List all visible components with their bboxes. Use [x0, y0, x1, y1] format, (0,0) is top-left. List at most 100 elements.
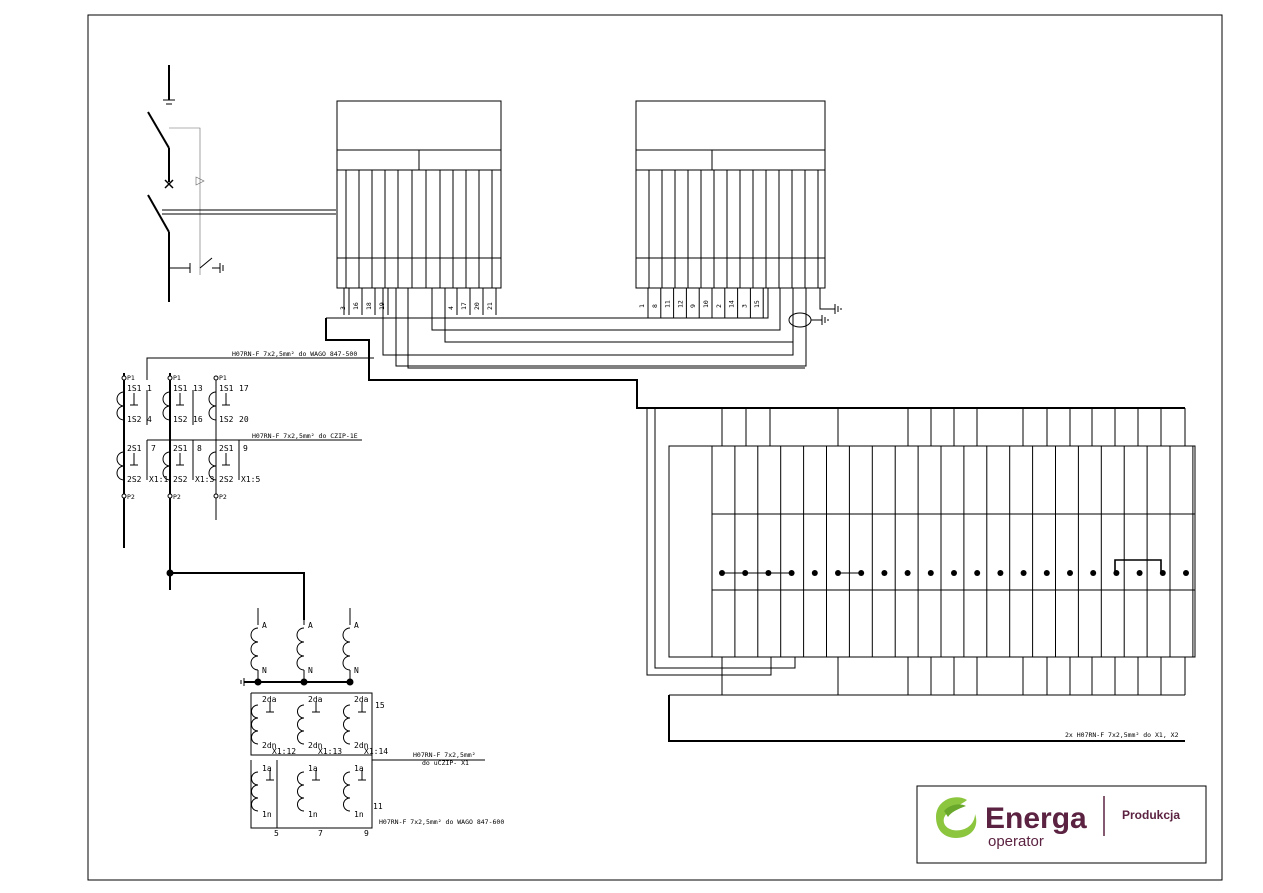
- terminal-strip-cells: [711, 408, 1194, 695]
- vt-primary-coil: [342, 627, 351, 671]
- left-strip-label: 20: [473, 302, 481, 310]
- vt-da-top: 2da: [262, 695, 277, 704]
- left-strip-label: 21: [486, 302, 494, 310]
- vt-cable-note-1: H07RN-F 7x2,5mm²: [413, 751, 476, 759]
- ct-num-bot: 7: [151, 444, 156, 453]
- ct-num-top2: 20: [239, 415, 249, 424]
- ct-terminal: [167, 375, 173, 381]
- terminal-dot: [1183, 570, 1189, 576]
- terminal-dot: [974, 570, 981, 576]
- ct-block: [123, 357, 374, 620]
- terminal-dot: [1113, 570, 1120, 576]
- right-strip-label: 2: [715, 304, 723, 308]
- terminal-dot: [1136, 570, 1143, 576]
- ct-num-bot: 9: [243, 444, 248, 453]
- vt-a-top: 1a: [354, 764, 364, 773]
- ct-terminal: [213, 493, 219, 499]
- left-strip-label: 19: [378, 302, 386, 310]
- vt-phase-top: A: [262, 621, 267, 630]
- ct-p2-label: P2: [219, 493, 227, 501]
- terminal-dot: [997, 570, 1004, 576]
- energa-leaf-icon: [936, 797, 977, 838]
- terminal-dot: [858, 570, 865, 576]
- ct-x-label: X1:5: [241, 475, 260, 484]
- cable-routes: [325, 288, 1185, 409]
- right-strip-label: 9: [689, 304, 697, 308]
- ct-p2-label: P2: [127, 493, 135, 501]
- terminal-dot: [951, 570, 957, 576]
- ct-num-top: 1: [147, 384, 152, 393]
- device-block-right: [635, 100, 826, 289]
- vt-cable-note-1b: do uCZIP- X1: [422, 759, 469, 767]
- ct-p1-label: P1: [173, 374, 181, 382]
- disconnector-symbol: [147, 65, 336, 302]
- terminal-dot: [881, 570, 888, 576]
- ct-terminal: [213, 375, 219, 381]
- ct-coil-bot: [116, 451, 125, 481]
- vt-x-label: X1:12: [272, 747, 296, 756]
- logo-sub: operator: [988, 833, 1044, 850]
- right-strip-label: 15: [753, 300, 761, 308]
- sheet-frame: [87, 14, 1223, 881]
- ct-terminal: [167, 493, 173, 499]
- ct-s2-bot-label: 2S2: [219, 475, 234, 484]
- ct-s2-bot-label: 2S2: [173, 475, 188, 484]
- vt-bottom-num: 5: [274, 829, 279, 838]
- ct-terminal: [121, 493, 127, 499]
- ct-s1-bot-label: 2S1: [219, 444, 234, 453]
- ct-terminal: [121, 375, 127, 381]
- ct-s1-bot-label: 2S1: [173, 444, 188, 453]
- device-block-left: [336, 100, 502, 289]
- ct-x-label: X1:1: [149, 475, 168, 484]
- ct-coil-top: [116, 391, 125, 421]
- ct-s2-top-label: 1S2: [219, 415, 234, 424]
- vt-da-top: 2da: [308, 695, 323, 704]
- terminal-dot: [904, 570, 911, 576]
- right-strip-label: 1: [638, 304, 646, 308]
- vt-x-label: X1:14: [364, 747, 388, 756]
- ct-s2-top-label: 1S2: [173, 415, 188, 424]
- vt-a-bot: 1n: [308, 810, 318, 819]
- ct-num-top: 17: [239, 384, 249, 393]
- vt-tertiary-coil: [297, 771, 305, 812]
- ct-cable-note-top: H07RN-F 7x2,5mm² do WAGO 847-500: [232, 350, 357, 358]
- vt-secondary-coil: [343, 704, 351, 745]
- vt-phase-bot: N: [262, 666, 267, 675]
- logo-box: Energa operator Produkcja: [916, 785, 1207, 864]
- vt-da-bot: 2dn: [262, 741, 277, 750]
- left-strip-label: 16: [352, 302, 360, 310]
- ct-s2-top-label: 1S2: [127, 415, 142, 424]
- vt-phase-top: A: [354, 621, 359, 630]
- vt-primary-coil: [296, 627, 305, 671]
- terminal-dot: [1043, 570, 1050, 576]
- vt-phase-bot: N: [354, 666, 359, 675]
- ct-coil-top: [162, 391, 171, 421]
- right-strip-label: 12: [676, 300, 684, 308]
- vt-da-top: 2da: [354, 695, 369, 704]
- terminal-strip: [646, 408, 1196, 742]
- vt-block: [240, 678, 485, 829]
- ct-p1-label: P1: [127, 374, 135, 382]
- vt-bottom-num: 9: [364, 829, 369, 838]
- ct-cable-note-mid: H07RN-F 7x2,5mm² do CZIP-1E: [252, 432, 358, 440]
- ct-p2-label: P2: [173, 493, 181, 501]
- ct-coil-bot: [162, 451, 171, 481]
- ct-num-bot: 8: [197, 444, 202, 453]
- vt-cable-note-2: H07RN-F 7x2,5mm² do WAGO 847-600: [379, 818, 504, 826]
- vt-a-bot: 1n: [354, 810, 364, 819]
- vt-phase-bot: N: [308, 666, 313, 675]
- terminal-dot: [927, 570, 934, 576]
- ct-s1-top-label: 1S1: [219, 384, 234, 393]
- vt-x-label: X1:13: [318, 747, 342, 756]
- terminal-dot: [1090, 570, 1097, 576]
- ct-s1-bot-label: 2S1: [127, 444, 142, 453]
- left-strip-label: 18: [365, 302, 373, 310]
- ct-coils: P11S11S2142S12S27X1:1P2P11S11S213162S12S…: [116, 374, 260, 501]
- vt-coils: AN2da2dnX1:121a1n5AN2da2dnX1:131a1n7AN2d…: [250, 608, 388, 838]
- terminal-dot: [811, 570, 818, 576]
- ct-s2-bot-label: 2S2: [127, 475, 142, 484]
- vt-secondary-coil: [297, 704, 305, 745]
